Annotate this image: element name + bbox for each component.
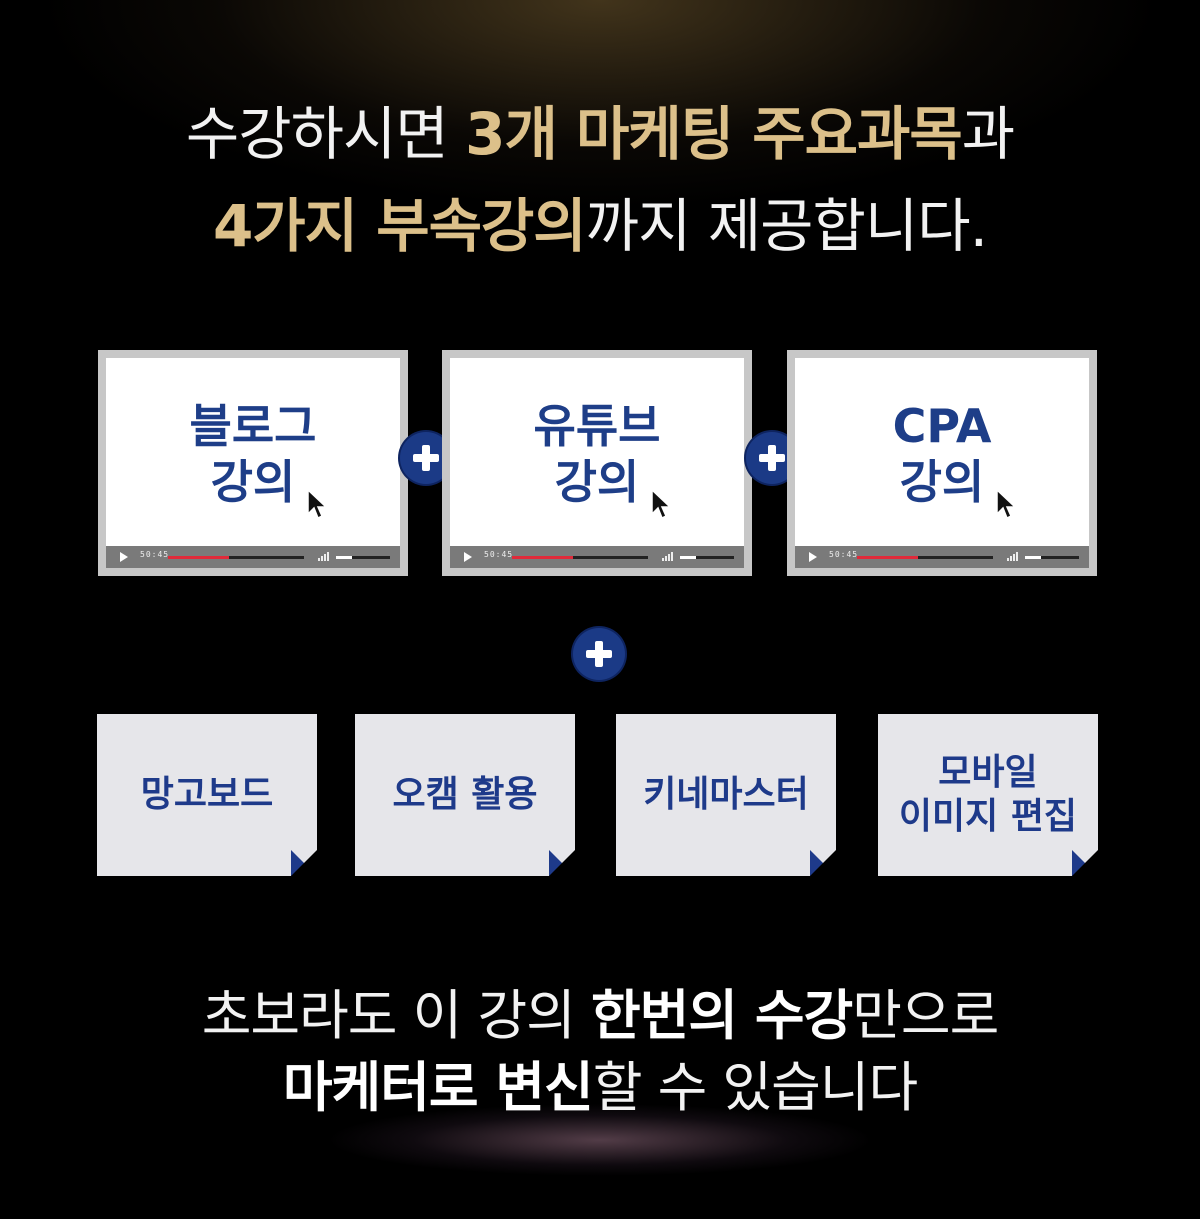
course-card-youtube[interactable]: 유튜브 강의 50:45 [442, 350, 752, 576]
background-glow-bottom [250, 1080, 950, 1200]
volume-fill [1025, 556, 1042, 559]
video-time: 50:45 [140, 550, 170, 559]
mouse-cursor-icon [651, 488, 672, 520]
headline-text: 과 [961, 100, 1015, 168]
footer-text: 할 수 있습니다 [592, 1056, 918, 1119]
course-card-blog[interactable]: 블로그 강의 50:45 [98, 350, 408, 576]
footer-bold: 한번의 수강 [591, 984, 853, 1047]
progress-fill [168, 556, 230, 559]
video-time: 50:45 [829, 550, 859, 559]
page-fold-cut [291, 850, 317, 876]
footer-line-2: 마케터로 변신할 수 있습니다 [0, 1052, 1200, 1124]
volume-fill [336, 556, 353, 559]
footer-text: 만으로 [852, 984, 999, 1047]
video-player-bar: 50:45 [795, 546, 1089, 568]
mouse-cursor-icon [307, 488, 328, 520]
video-screen: CPA 강의 50:45 [795, 358, 1089, 568]
course-card-cpa[interactable]: CPA 강의 50:45 [787, 350, 1097, 576]
progress-fill [857, 556, 919, 559]
video-screen: 블로그 강의 50:45 [106, 358, 400, 568]
extra-card-kinemaster[interactable]: 키네마스터 [616, 714, 836, 876]
video-player-bar: 50:45 [106, 546, 400, 568]
course-title-line: CPA [892, 399, 992, 453]
headline-line-2: 4가지 부속강의까지 제공합니다. [0, 180, 1200, 272]
extra-card-ocam[interactable]: 오캠 활용 [355, 714, 575, 876]
play-icon[interactable] [464, 552, 472, 562]
footer-text: 초보라도 이 강의 [201, 984, 591, 1047]
extra-label: 망고보드 [140, 774, 274, 815]
course-title-line: 유튜브 [533, 399, 661, 453]
play-icon[interactable] [120, 552, 128, 562]
video-screen: 유튜브 강의 50:45 [450, 358, 744, 568]
course-title: 블로그 강의 [106, 398, 400, 510]
headline-text: 까지 제공합니다. [585, 192, 988, 260]
footer-line-1: 초보라도 이 강의 한번의 수강만으로 [0, 980, 1200, 1052]
progress-fill [512, 556, 574, 559]
page-fold-cut [549, 850, 575, 876]
headline-text: 수강하시면 [185, 100, 466, 168]
volume-icon[interactable] [318, 551, 330, 561]
mouse-cursor-icon [996, 488, 1017, 520]
progress-track[interactable] [512, 556, 648, 559]
volume-fill [680, 556, 697, 559]
video-time: 50:45 [484, 550, 514, 559]
plus-icon [573, 628, 625, 680]
headline-highlight: 4가지 부속강의 [212, 192, 587, 260]
extra-label: 오캠 활용 [392, 774, 538, 815]
volume-icon[interactable] [1007, 551, 1019, 561]
play-icon[interactable] [809, 552, 817, 562]
volume-track[interactable] [1025, 556, 1079, 559]
course-title-line: 강의 [899, 455, 985, 509]
extra-label: 키네마스터 [643, 774, 809, 815]
volume-track[interactable] [680, 556, 734, 559]
headline-line-1: 수강하시면 3개 마케팅 주요과목과 [0, 88, 1200, 180]
video-player-bar: 50:45 [450, 546, 744, 568]
volume-track[interactable] [336, 556, 390, 559]
extra-label: 모바일 이미지 편집 [898, 752, 1078, 837]
course-title-line: 블로그 [189, 399, 317, 453]
progress-track[interactable] [857, 556, 993, 559]
footer-message: 초보라도 이 강의 한번의 수강만으로 마케터로 변신할 수 있습니다 [0, 980, 1200, 1124]
page-fold-cut [810, 850, 836, 876]
footer-bold: 마케터로 변신 [282, 1056, 594, 1119]
extra-card-mobile-image-edit[interactable]: 모바일 이미지 편집 [878, 714, 1098, 876]
volume-icon[interactable] [662, 551, 674, 561]
headline: 수강하시면 3개 마케팅 주요과목과 4가지 부속강의까지 제공합니다. [0, 88, 1200, 272]
course-title: 유튜브 강의 [450, 398, 744, 510]
page-fold-cut [1072, 850, 1098, 876]
headline-highlight: 3개 마케팅 주요과목 [465, 100, 963, 168]
progress-track[interactable] [168, 556, 304, 559]
course-title-line: 강의 [210, 455, 296, 509]
course-title-line: 강의 [554, 455, 640, 509]
course-title: CPA 강의 [795, 398, 1089, 510]
extra-card-mangoboard[interactable]: 망고보드 [97, 714, 317, 876]
